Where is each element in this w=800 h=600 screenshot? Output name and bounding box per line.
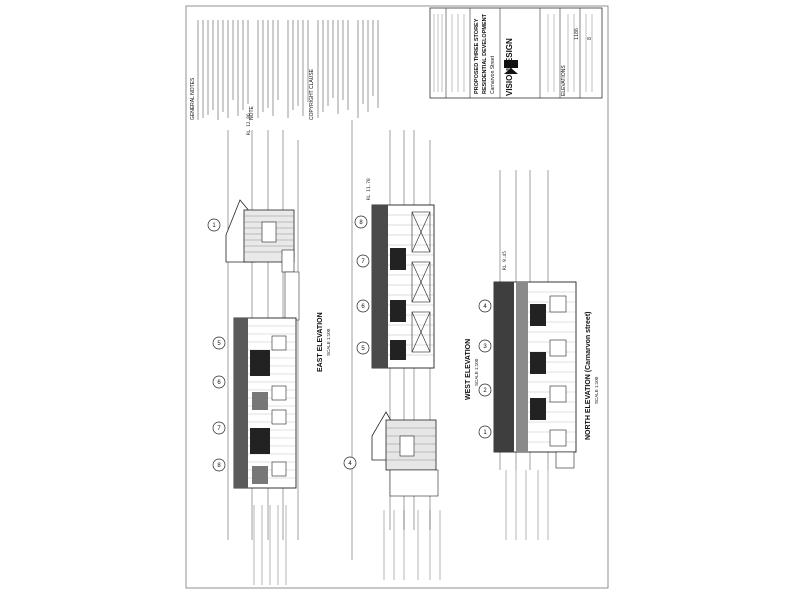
note-heading: NOTE — [249, 105, 255, 120]
east-elevation-scale: SCALE 1:100 — [326, 328, 331, 356]
job-number: 1186 — [574, 28, 580, 40]
sheet-number: 8 — [587, 37, 593, 40]
east-level-rl1: RL 12.86 — [246, 113, 252, 135]
north-grid-4: 4 — [483, 304, 487, 310]
sheet-border — [185, 5, 609, 589]
west-elevation: 8 7 6 5 4 WEST ELEVATION SCALE 1:100 RL … — [343, 120, 479, 580]
west-elevation-title: WEST ELEVATION — [465, 339, 472, 400]
east-grid-5: 5 — [217, 341, 221, 347]
drawing-title: ELEVATIONS — [561, 65, 567, 96]
notes-block: GENERAL NOTES NOTE COPYRIGHT CLAUSE — [190, 20, 379, 120]
west-grid-markers: 8 7 6 5 4 — [343, 215, 370, 470]
east-gable-block — [225, 199, 300, 321]
west-grid-7: 7 — [361, 259, 365, 265]
west-main-block — [371, 204, 435, 369]
north-grid-1: 1 — [483, 430, 487, 436]
project-line-2: RESIDENTIAL DEVELOPMENT — [482, 13, 488, 94]
north-grid-2: 2 — [483, 388, 487, 394]
north-grid-3: 3 — [483, 344, 487, 350]
copyright-heading: COPYRIGHT CLAUSE — [309, 68, 315, 120]
brand-logo-icon — [504, 60, 518, 74]
east-grid-8: 8 — [217, 463, 221, 469]
east-grid-1: 1 — [212, 223, 216, 229]
east-elevation-title: EAST ELEVATION — [317, 312, 324, 372]
west-grid-8: 8 — [359, 220, 363, 226]
east-main-block — [233, 317, 297, 489]
east-grid-6: 6 — [217, 380, 221, 386]
east-grid-markers: 1 5 6 7 8 — [207, 218, 226, 472]
general-notes-heading: GENERAL NOTES — [190, 77, 196, 120]
north-grid-markers: 1 2 3 4 — [478, 299, 492, 439]
project-line-1: PROPOSED THREE STOREY — [474, 18, 480, 94]
north-main-block — [493, 281, 577, 469]
east-elevation: 1 5 6 7 8 EAST ELEVATION SCALE 1:100 RL … — [207, 113, 331, 585]
north-level-rl3: RL 9.45 — [502, 251, 508, 270]
title-block: PROPOSED THREE STOREY RESIDENTIAL DEVELO… — [429, 7, 603, 99]
west-level-rl2: RL 11.70 — [366, 178, 372, 200]
west-gable-block — [371, 411, 439, 497]
north-elevation-title: NORTH ELEVATION (Carnarvon street) — [585, 312, 592, 440]
west-grid-5: 5 — [361, 346, 365, 352]
west-grid-4: 4 — [348, 461, 352, 467]
address-line: Carnarvon Street — [490, 55, 496, 94]
east-grid-7: 7 — [217, 426, 221, 432]
west-grid-6: 6 — [361, 304, 365, 310]
west-elevation-scale: SCALE 1:100 — [474, 358, 479, 386]
north-elevation: 1 2 3 4 NORTH ELEVATION (Carnarvon stree… — [478, 170, 599, 540]
north-elevation-scale: SCALE 1:100 — [594, 376, 599, 404]
